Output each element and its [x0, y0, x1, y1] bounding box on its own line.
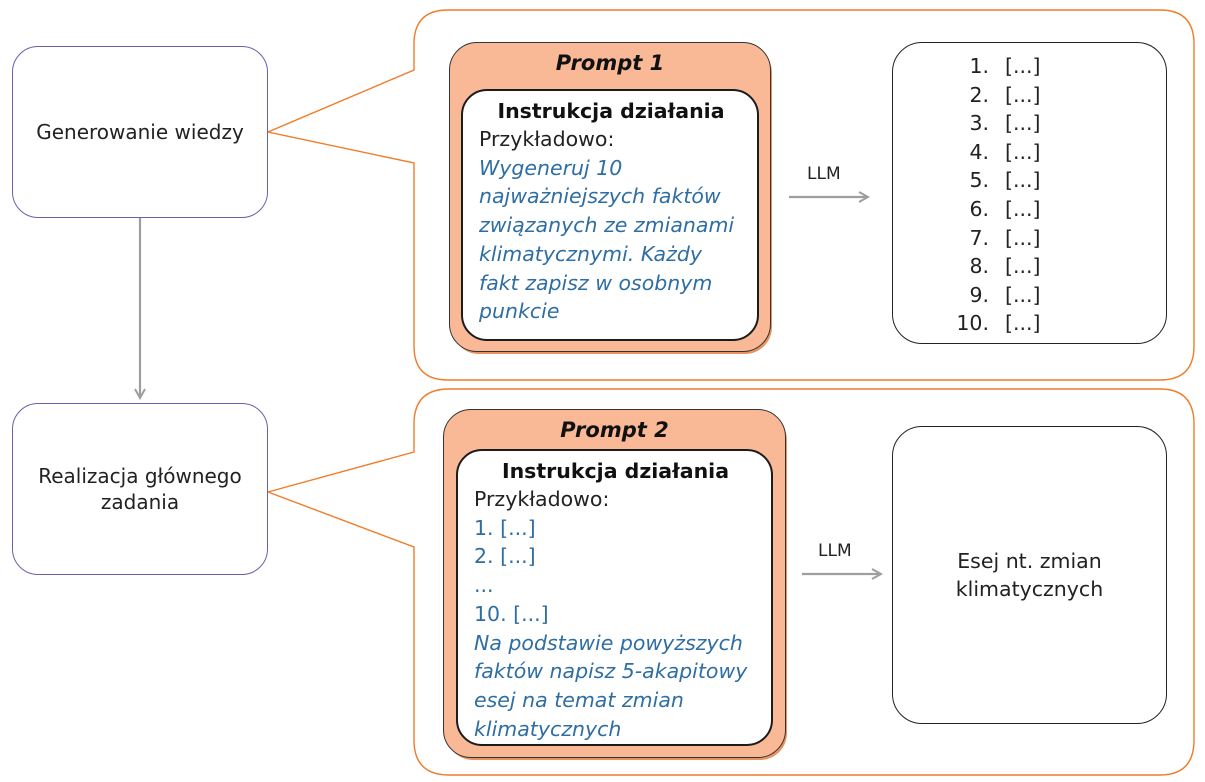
prompt-2-list-line: 2. [...]: [474, 544, 536, 569]
output-list-text: [...]: [1005, 254, 1041, 279]
output-list-text: [...]: [1005, 282, 1041, 307]
prompt-2-line: faktów napisz 5-akapitowy: [474, 659, 748, 684]
prompt-1-title: Prompt 1: [555, 51, 665, 75]
output-list-text: [...]: [1005, 111, 1041, 136]
prompt-1-line: Wygeneruj 10: [479, 155, 623, 180]
step-knowledge-generation: Generowanie wiedzy: [12, 46, 268, 218]
output-list-text: [...]: [1005, 197, 1041, 221]
prompt-1-line: punkcie: [479, 299, 560, 324]
step-knowledge-label: Generowanie wiedzy: [36, 120, 244, 144]
prompt-1-instruction: Instrukcja działania Przykładowo: Wygene…: [461, 89, 759, 341]
output-list-number: 1.: [969, 54, 989, 78]
prompt-2-list-line: ...: [474, 573, 494, 598]
step-main-task-label: Realizacja głównego zadania: [38, 464, 242, 514]
output-list-number: 6.: [969, 197, 989, 221]
prompt-2-list-line: 10. [...]: [474, 601, 549, 626]
prompt-2-intro: Przykładowo:: [474, 487, 610, 511]
step-main-task: Realizacja głównego zadania: [12, 403, 268, 575]
prompt-2-heading: Instrukcja działania: [501, 459, 730, 483]
output-list-number: 3.: [969, 111, 989, 136]
prompt-1-line: związanych ze zmianami: [479, 213, 735, 238]
output-essay-text: Esej nt. zmian klimatycznych: [955, 549, 1104, 601]
output-list-number: 2.: [969, 82, 989, 107]
prompt-2-line: Na podstawie powyższych: [474, 630, 743, 655]
output-list-number: 7.: [969, 225, 989, 250]
output-list-number: 8.: [969, 254, 989, 279]
prompt-2-instruction: Instrukcja działania Przykładowo: 1. [..…: [456, 449, 773, 746]
output-list-number: 5.: [969, 168, 989, 193]
prompt-2-line: klimatycznych: [474, 716, 622, 741]
output-list-number: 9.: [969, 282, 989, 307]
prompt-1-line: fakt zapisz w osobnym: [479, 270, 713, 295]
prompt-2-list-line: 1. [...]: [474, 515, 536, 540]
output-list-number: 10.: [956, 311, 989, 336]
prompt-2-line: esej na temat zmian: [474, 687, 684, 712]
output-list-text: [...]: [1005, 54, 1041, 78]
prompt-2-title: Prompt 2: [560, 418, 669, 442]
prompt-1-line: klimatycznymi. Każdy: [479, 241, 702, 266]
prompt-1-line: najważniejszych faktów: [479, 184, 721, 209]
output-list-text: [...]: [1005, 139, 1041, 164]
output-list-text: [...]: [1005, 225, 1041, 250]
prompt-1-intro: Przykładowo:: [479, 127, 615, 151]
output-list-text: [...]: [1005, 82, 1041, 107]
output-essay: Esej nt. zmian klimatycznych: [892, 426, 1167, 724]
llm-label-1: LLM: [807, 164, 841, 184]
prompt-1-card: Prompt 1 Instrukcja działania Przykładow…: [449, 42, 771, 352]
output-facts-list: 1. [...] 2. [...] 3. [...] 4. [...] 5. […: [892, 42, 1167, 344]
output-list-text: [...]: [1005, 311, 1041, 336]
prompt-1-heading: Instrukcja działania: [497, 99, 725, 123]
llm-label-2: LLM: [818, 541, 852, 561]
output-list-number: 4.: [969, 139, 989, 164]
prompt-2-card: Prompt 2 Instrukcja działania Przykładow…: [443, 409, 786, 758]
output-list-text: [...]: [1005, 168, 1041, 193]
